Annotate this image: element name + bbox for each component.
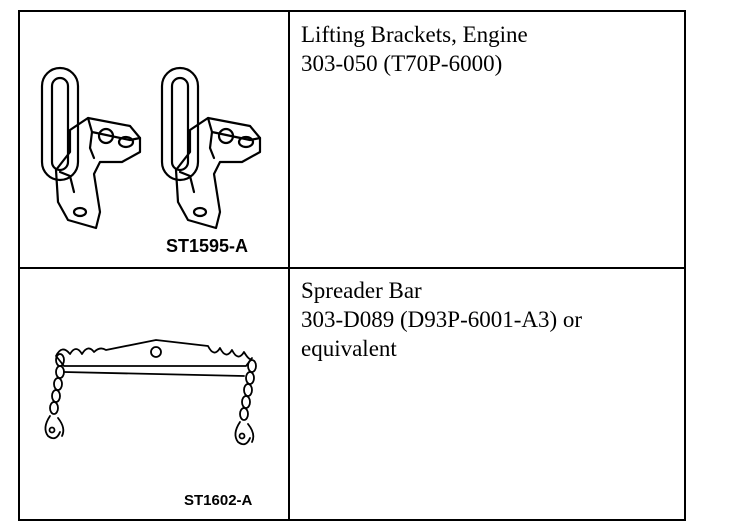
lifting-brackets-illustration xyxy=(40,66,262,230)
row-divider xyxy=(20,267,684,269)
tool-name: Lifting Brackets, Engine xyxy=(301,22,528,47)
tool-name: Spreader Bar xyxy=(301,278,422,303)
column-divider xyxy=(288,12,290,519)
tool-part-number-continued: equivalent xyxy=(301,336,397,361)
figure-code-label: ST1602-A xyxy=(184,492,253,509)
tool-part-number: 303-050 (T70P-6000) xyxy=(301,51,503,76)
tool-part-number: 303-D089 (D93P-6001-A3) or xyxy=(301,307,583,332)
figure-code-label: ST1595-A xyxy=(166,236,249,256)
tool-description: Lifting Brackets, Engine 303-050 (T70P-6… xyxy=(301,20,528,78)
spreader-bar-illustration xyxy=(44,339,257,446)
tool-description: Spreader Bar 303-D089 (D93P-6001-A3) or … xyxy=(301,276,582,363)
special-tools-table: ST1595-A Lifting Brackets, Engine 303-05… xyxy=(18,10,686,521)
